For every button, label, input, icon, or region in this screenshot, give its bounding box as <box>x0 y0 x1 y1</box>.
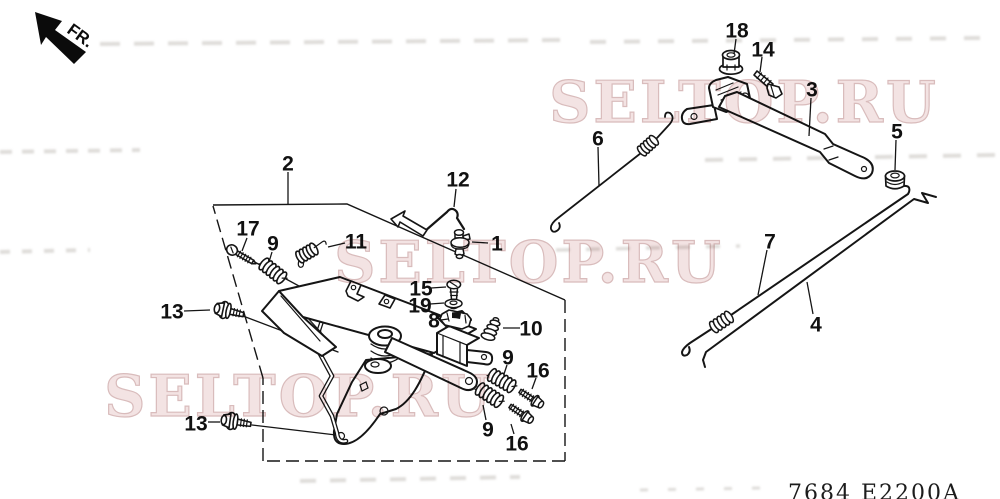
leader-line <box>471 241 489 244</box>
pivot-arm <box>384 337 478 392</box>
leader-line <box>531 377 537 390</box>
pivot-boss-and-spring <box>364 325 402 374</box>
flange-nut-18 <box>718 49 744 76</box>
leader-line <box>806 281 814 315</box>
leader-line <box>808 97 812 137</box>
leader-line <box>759 56 763 73</box>
leader-line <box>733 38 737 55</box>
watermark-layer: SELTOP.RU SELTOP.RU SELTOP.RU <box>104 68 938 430</box>
assembly-boundary-box <box>212 203 566 462</box>
bushing-5 <box>884 170 906 190</box>
part-number-label-8: 8 <box>428 310 440 333</box>
part-number-label-12: 12 <box>446 169 469 192</box>
bolt-14 <box>753 70 783 99</box>
part-number-label-15: 15 <box>409 278 433 301</box>
leader-line <box>241 237 248 252</box>
leader-line <box>268 251 273 263</box>
part-number-label-4: 4 <box>810 314 822 337</box>
leader-line <box>183 309 211 312</box>
leader-line <box>430 286 447 289</box>
part-number-label-10: 10 <box>519 318 542 341</box>
part-number-label-3: 3 <box>806 79 818 102</box>
leader-line <box>327 242 346 248</box>
direction-arrow-outline <box>390 210 428 237</box>
part-number-label-6: 6 <box>592 128 604 151</box>
governor-lever-3 <box>680 76 874 180</box>
part-number-label-5: 5 <box>891 121 903 144</box>
leader-line <box>453 188 457 208</box>
part-number-label-13: 13 <box>184 413 207 436</box>
control-bracket-assembly <box>261 276 494 445</box>
fr-arrow-icon <box>35 12 86 64</box>
part-number-label-19: 19 <box>408 295 431 318</box>
spring-10 <box>480 316 501 341</box>
leader-line <box>757 249 768 296</box>
leader-line <box>429 302 445 305</box>
part-number-label-13: 13 <box>160 301 183 324</box>
watermark-text: SELTOP.RU <box>549 69 938 136</box>
leader-line <box>510 423 515 435</box>
part-number-label-2: 2 <box>282 153 294 176</box>
leader-line <box>440 318 449 321</box>
leader-line <box>482 404 487 421</box>
part-number-label-16: 16 <box>526 360 549 383</box>
part-number-label-18: 18 <box>725 20 749 43</box>
part-number-label-9: 9 <box>267 233 279 256</box>
valve-part-1 <box>450 228 471 260</box>
watermark-text: SELTOP.RU <box>104 363 493 430</box>
tension-spring-6 <box>549 111 674 233</box>
part-number-label-9: 9 <box>502 347 514 370</box>
bracket-mount-tabs <box>345 280 396 309</box>
part-number-label-1: 1 <box>491 233 503 256</box>
choke-rod-12 <box>390 207 466 237</box>
diagram-code: 7684 E2200A <box>788 481 961 499</box>
watermark-text: SELTOP.RU <box>334 229 723 296</box>
part-number-label-9: 9 <box>482 419 494 442</box>
screw-17 <box>225 244 257 265</box>
choke-rod-4 <box>702 192 937 368</box>
leader-line <box>597 146 600 187</box>
leader-line <box>894 139 897 171</box>
leader-line <box>503 364 508 375</box>
part-number-label-7: 7 <box>764 231 776 254</box>
bracket-bottom-plate <box>332 353 433 445</box>
part-number-label-11: 11 <box>345 231 368 254</box>
part-number-label-14: 14 <box>751 39 775 62</box>
spring-11 <box>295 240 327 268</box>
cable-clip-8 <box>439 309 472 330</box>
part-number-label-17: 17 <box>236 218 259 241</box>
part-number-label-16: 16 <box>505 433 528 456</box>
washer-19 <box>444 298 463 310</box>
